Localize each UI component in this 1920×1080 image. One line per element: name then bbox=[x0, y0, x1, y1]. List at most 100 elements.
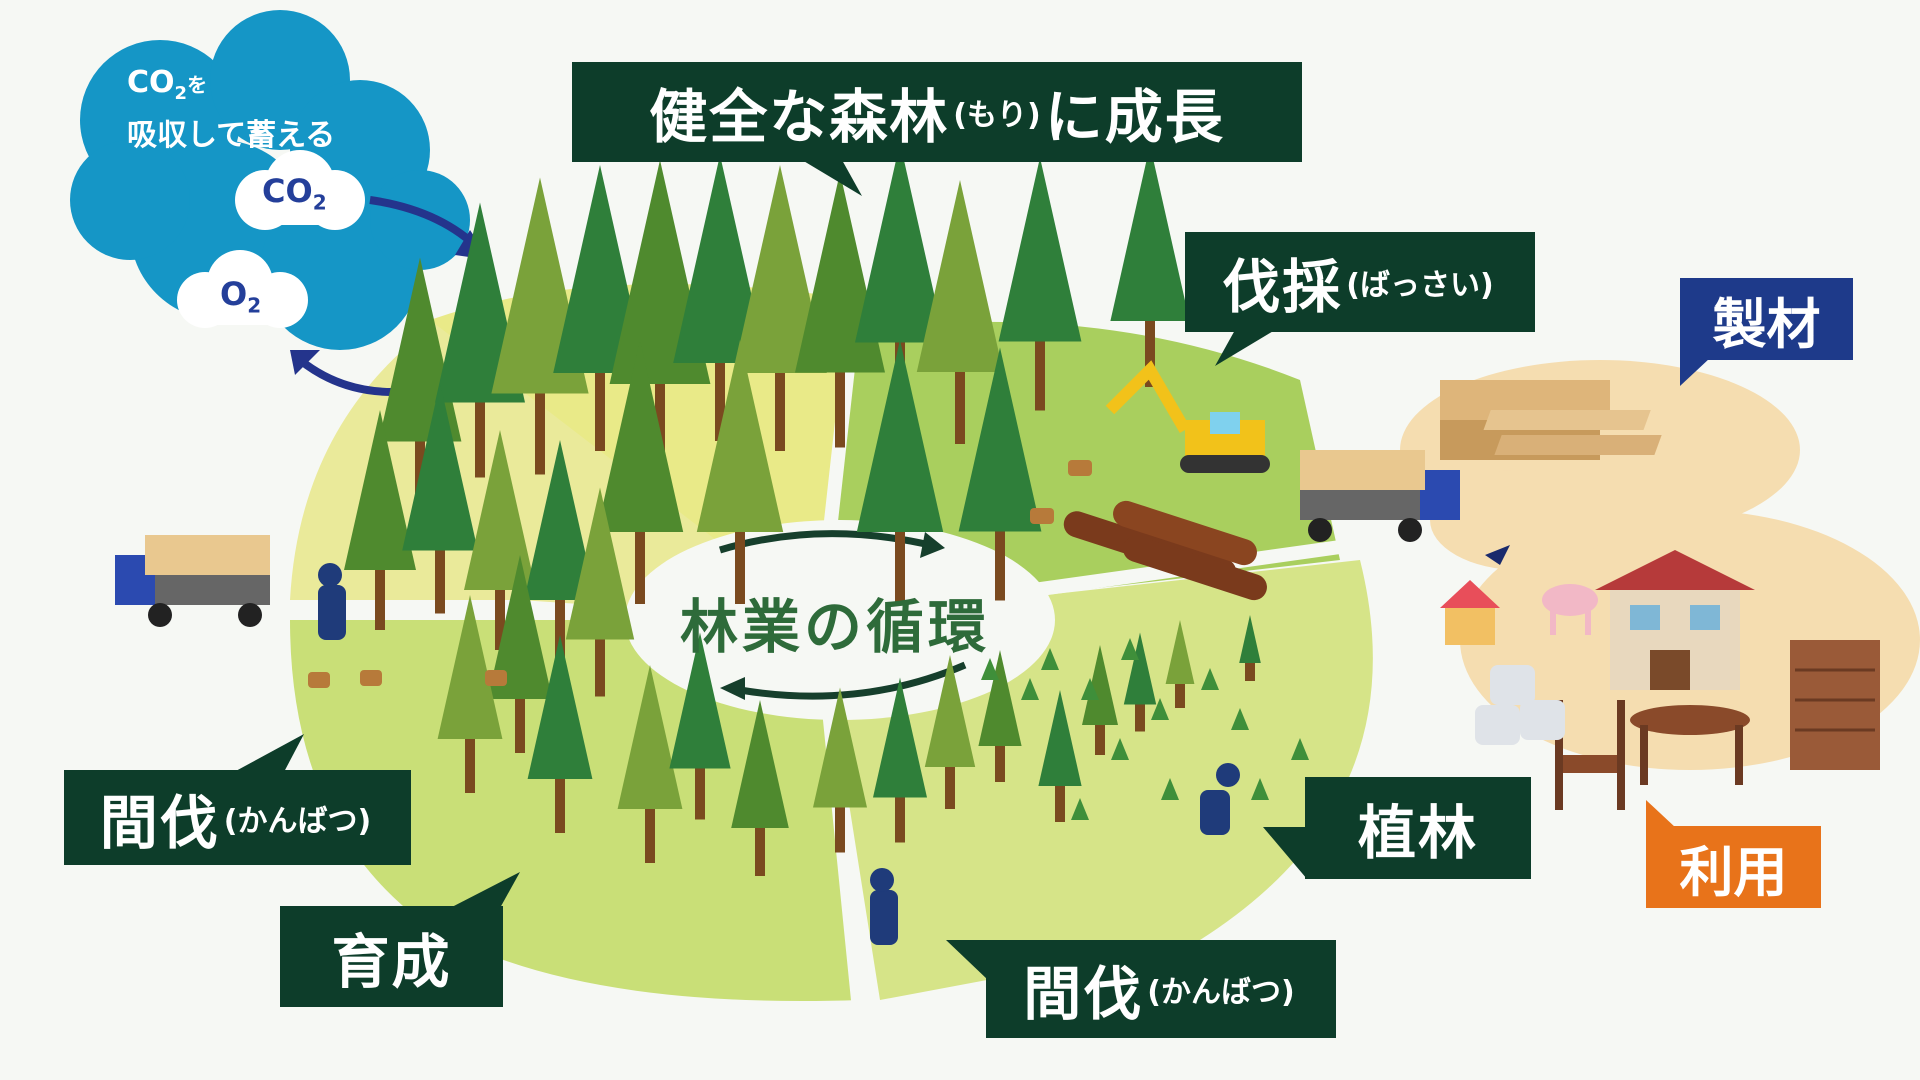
tree-trunk bbox=[1035, 330, 1045, 411]
seedling bbox=[1201, 668, 1219, 690]
tree-trunk bbox=[1095, 720, 1105, 755]
tree-trunk bbox=[465, 730, 475, 793]
tree-trunk bbox=[895, 790, 905, 843]
label-use: 利用 bbox=[1646, 826, 1821, 908]
logs-stack bbox=[1063, 500, 1267, 601]
use-pointer bbox=[1646, 800, 1676, 828]
tree-trunk bbox=[835, 800, 845, 853]
tree-crown bbox=[733, 165, 827, 373]
tree-crown bbox=[1110, 145, 1190, 321]
truck-right bbox=[1300, 450, 1460, 542]
truck-left bbox=[115, 535, 270, 627]
tree-trunk bbox=[995, 520, 1005, 601]
label-growth-top-reading: (もり) bbox=[953, 98, 1041, 133]
tree-crown bbox=[916, 180, 1004, 372]
stumps bbox=[308, 460, 1092, 688]
furniture bbox=[1555, 640, 1880, 810]
tree-crown bbox=[978, 650, 1022, 746]
tree-trunk bbox=[415, 430, 425, 511]
tree-crown bbox=[344, 410, 416, 570]
tree-crown bbox=[1038, 690, 1082, 786]
co2-cloud-line1-sub: 2 bbox=[174, 83, 188, 104]
seedling bbox=[981, 658, 999, 680]
tree-trunk bbox=[555, 590, 565, 660]
tree-trunk bbox=[1055, 780, 1065, 822]
tree-crown bbox=[998, 157, 1082, 342]
label-sawmill: 製材 bbox=[1680, 278, 1853, 360]
label-growth-top-a: 健全な森林 bbox=[649, 83, 950, 151]
sawmill-pointer bbox=[1680, 358, 1710, 386]
label-thinning-left: 間伐 (かんばつ) bbox=[64, 734, 411, 865]
cycle-arrow-top-head bbox=[920, 532, 945, 558]
tree-crown bbox=[596, 340, 684, 532]
co2-cloud-line2: 吸収して蓄える bbox=[127, 118, 336, 153]
excavator bbox=[1105, 360, 1270, 473]
tree-trunk bbox=[1245, 660, 1255, 681]
tree-crown bbox=[958, 347, 1042, 532]
tree-crown bbox=[696, 340, 784, 532]
label-logging-main: 伐採 bbox=[1222, 253, 1343, 321]
tree-trunk bbox=[595, 630, 605, 697]
tree-trunk bbox=[695, 760, 705, 820]
gas-co2-sub: 2 bbox=[312, 190, 327, 215]
tree-crown bbox=[669, 632, 731, 769]
label-growth-top: 健全な森林 (もり) に成長 bbox=[572, 62, 1302, 196]
label-pointer bbox=[946, 940, 988, 980]
label-thinning-bottom-reading: (かんばつ) bbox=[1147, 975, 1295, 1010]
seedling bbox=[1071, 798, 1089, 820]
tree-trunk bbox=[555, 770, 565, 833]
tree-trunk bbox=[775, 360, 785, 451]
tree-crown bbox=[1123, 632, 1157, 705]
house bbox=[1595, 550, 1755, 690]
tree-crown bbox=[673, 155, 767, 363]
cycle-arrow-bottom bbox=[739, 661, 967, 700]
tree-crown bbox=[553, 165, 647, 373]
seedling bbox=[1111, 738, 1129, 760]
tree-trunk bbox=[495, 580, 505, 650]
tree-trunk bbox=[535, 380, 545, 475]
o2-arrow-head bbox=[290, 350, 320, 375]
tree-group bbox=[344, 142, 1309, 876]
label-pointer bbox=[1263, 827, 1307, 879]
tree-trunk bbox=[955, 360, 965, 444]
tree-trunk bbox=[755, 820, 765, 876]
label-pointer bbox=[450, 872, 520, 908]
tree-crown bbox=[873, 677, 927, 798]
label-planting: 植林 bbox=[1263, 777, 1531, 879]
tree-trunk bbox=[835, 360, 845, 448]
label-thinning-left-reading: (かんばつ) bbox=[223, 803, 372, 839]
tree-crown bbox=[565, 487, 635, 640]
seedling bbox=[1151, 698, 1169, 720]
tree-trunk bbox=[515, 690, 525, 753]
tree-trunk bbox=[595, 360, 605, 451]
label-planting-main: 植林 bbox=[1357, 799, 1478, 867]
tree-crown bbox=[731, 700, 789, 828]
tree-trunk bbox=[635, 520, 645, 604]
center-title: 林業の循環 bbox=[680, 593, 991, 661]
tree-trunk bbox=[655, 370, 665, 468]
label-thinning-bottom-main: 間伐 bbox=[1023, 960, 1144, 1028]
tree-trunk bbox=[645, 800, 655, 863]
co2-cloud-line1-b: を bbox=[187, 73, 208, 97]
seedling bbox=[1251, 778, 1269, 800]
tree-crown bbox=[487, 555, 553, 699]
label-pointer bbox=[802, 160, 862, 196]
cycle-arrow-bottom-head bbox=[720, 677, 745, 700]
tree-trunk bbox=[715, 350, 725, 441]
tree-trunk bbox=[475, 390, 485, 478]
label-logging-reading: (ばっさい) bbox=[1346, 268, 1494, 303]
tree-crown bbox=[1239, 615, 1261, 663]
tree-trunk bbox=[1145, 310, 1155, 387]
tree-trunk bbox=[995, 740, 1005, 782]
workers bbox=[318, 563, 1240, 945]
seedling bbox=[1231, 708, 1249, 730]
co2-cloud-text: CO2を 吸収して蓄える bbox=[127, 62, 335, 157]
tree-trunk bbox=[1175, 680, 1185, 708]
seedling bbox=[1291, 738, 1309, 760]
tree-crown bbox=[924, 655, 976, 767]
label-nurturing-main: 育成 bbox=[331, 927, 452, 996]
tree-crown bbox=[855, 142, 945, 343]
label-thinning-bottom: 間伐 (かんばつ) bbox=[946, 940, 1336, 1038]
tree-crown bbox=[1165, 620, 1195, 684]
